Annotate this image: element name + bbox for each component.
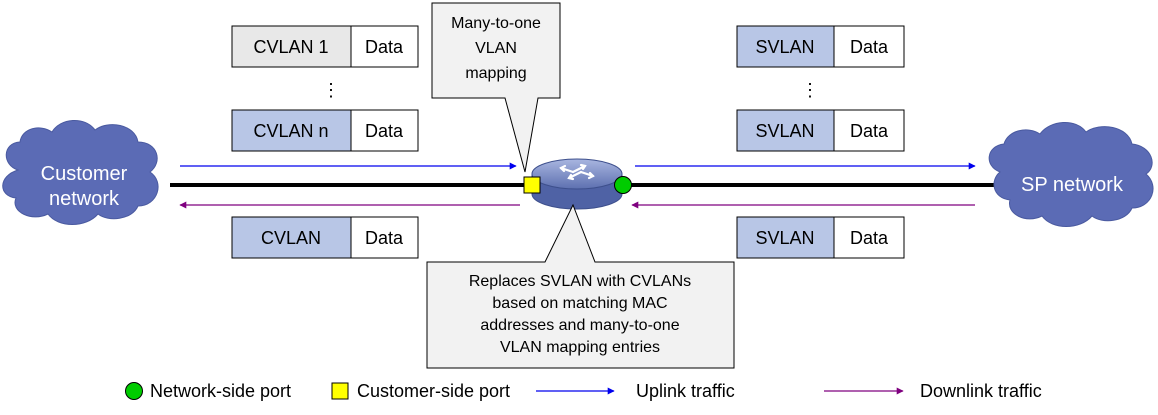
bottom-callout-line-1: Replaces SVLAN with CVLANs: [469, 273, 691, 290]
legend-network-port-circle-icon: [125, 382, 143, 400]
bottom-callout-line-2: based on matching MAC: [492, 295, 667, 312]
network-side-port-circle-icon: [614, 176, 632, 194]
bottom-callout: Replaces SVLAN with CVLANs based on matc…: [426, 203, 735, 369]
customer-network-cloud: Customer network: [2, 120, 159, 225]
legend: Network-side port Customer-side port Upl…: [125, 381, 1042, 401]
frame-data: Data: [365, 121, 404, 141]
bottom-callout-line-3: addresses and many-to-one: [480, 317, 679, 334]
frame-data: Data: [850, 121, 889, 141]
frame-svlan-downlink: SVLAN Data: [736, 216, 905, 259]
top-callout-line-2: VLAN: [475, 40, 517, 57]
frame-cvlan-n: CVLAN n Data: [231, 109, 419, 152]
frame-svlan-top: SVLAN Data: [736, 25, 905, 68]
sp-cloud-label: SP network: [1021, 174, 1124, 196]
frame-data: Data: [365, 37, 404, 57]
legend-uplink-label: Uplink traffic: [636, 381, 735, 401]
frame-tag: SVLAN: [755, 37, 814, 57]
bottom-callout-line-4: VLAN mapping entries: [500, 339, 660, 356]
frame-cvlan-downlink: CVLAN Data: [231, 216, 419, 259]
frame-cvlan-1: CVLAN 1 Data: [231, 25, 419, 68]
legend-customer-port-label: Customer-side port: [357, 381, 510, 401]
legend-customer-port-square-icon: [331, 382, 349, 400]
frame-data: Data: [365, 228, 404, 248]
frame-tag: SVLAN: [755, 121, 814, 141]
right-ellipsis: ⋮: [801, 80, 819, 100]
frame-tag: CVLAN 1: [253, 37, 328, 57]
frame-data: Data: [850, 228, 889, 248]
left-ellipsis: ⋮: [322, 80, 340, 100]
frame-tag: SVLAN: [755, 228, 814, 248]
customer-cloud-line-1: Customer: [41, 163, 128, 185]
frame-svlan-mid: SVLAN Data: [736, 109, 905, 152]
customer-side-port-square-icon: [523, 176, 541, 194]
frame-tag: CVLAN: [261, 228, 321, 248]
top-callout-line-3: mapping: [465, 65, 526, 82]
sp-network-cloud: SP network: [988, 122, 1154, 227]
frame-data: Data: [850, 37, 889, 57]
frame-tag: CVLAN n: [253, 121, 328, 141]
top-callout-line-1: Many-to-one: [451, 15, 541, 32]
top-callout: Many-to-one VLAN mapping: [431, 2, 561, 173]
customer-cloud-line-2: network: [49, 188, 120, 210]
legend-downlink-label: Downlink traffic: [920, 381, 1042, 401]
switch-icon: [531, 158, 623, 210]
legend-network-port-label: Network-side port: [150, 381, 291, 401]
